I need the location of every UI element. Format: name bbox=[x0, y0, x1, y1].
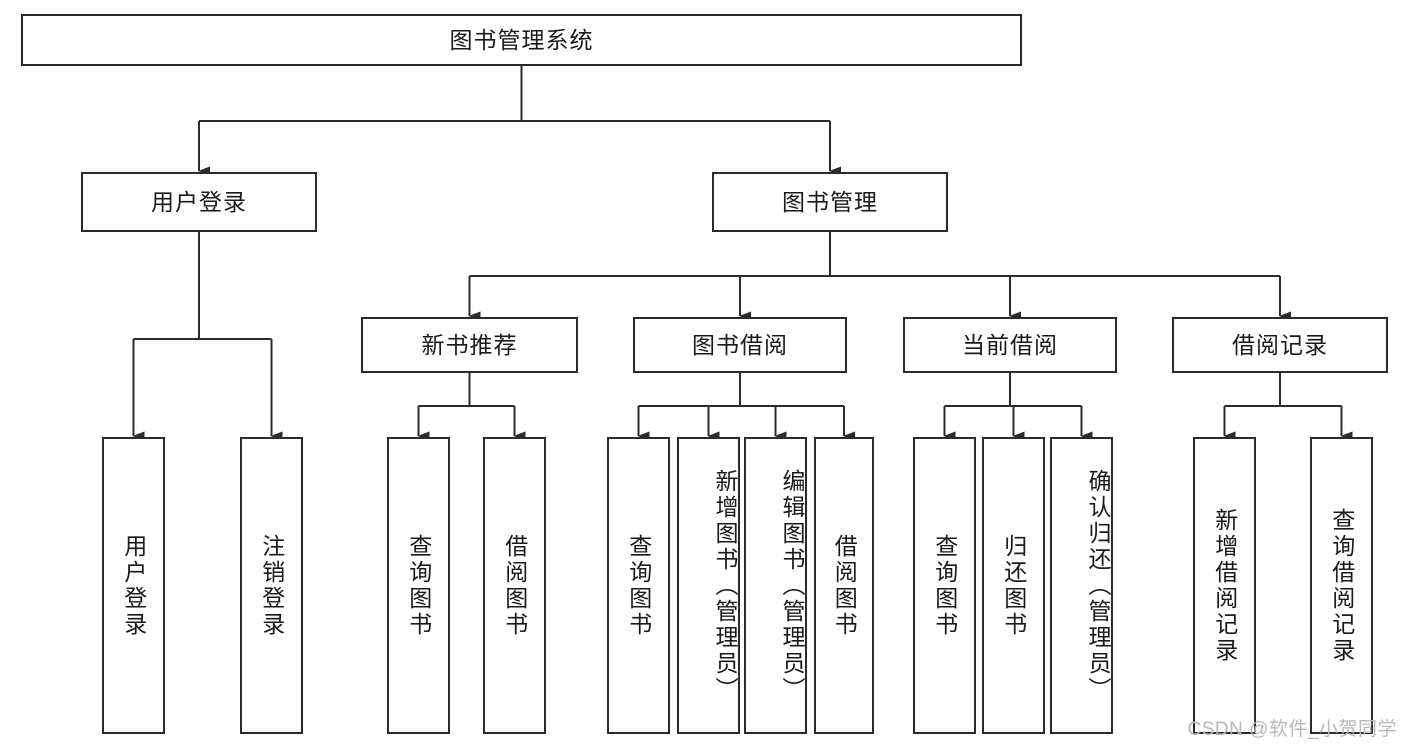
node-leaf-add-borrow-record: 新增借阅记录 bbox=[1193, 437, 1256, 734]
node-leaf-query-book-rec: 查询图书 bbox=[387, 437, 450, 734]
node-leaf-query-book-current: 查询图书 bbox=[913, 437, 976, 734]
node-leaf-user-logout: 注销登录 bbox=[240, 437, 303, 734]
node-leaf-query-book-borrow: 查询图书 bbox=[607, 437, 670, 734]
node-label: 查询图书 bbox=[931, 533, 958, 638]
node-leaf-query-borrow-record: 查询借阅记录 bbox=[1310, 437, 1373, 734]
node-label: 确认归还（管理员） bbox=[1085, 468, 1111, 703]
node-label: 借阅图书 bbox=[831, 533, 858, 638]
node-current-borrow: 当前借阅 bbox=[903, 317, 1117, 373]
node-new-book-recommend: 新书推荐 bbox=[361, 317, 578, 373]
node-label: 当前借阅 bbox=[962, 331, 1058, 358]
node-label: 借阅记录 bbox=[1232, 331, 1328, 358]
node-label: 图书借阅 bbox=[692, 331, 788, 358]
node-book-borrow: 图书借阅 bbox=[633, 317, 847, 373]
node-leaf-confirm-return-admin: 确认归还（管理员） bbox=[1050, 437, 1113, 734]
node-user-login: 用户登录 bbox=[81, 172, 317, 232]
node-label: 注销登录 bbox=[258, 533, 285, 638]
node-leaf-return-book: 归还图书 bbox=[982, 437, 1045, 734]
node-label: 新增图书（管理员） bbox=[712, 468, 738, 703]
node-label: 查询图书 bbox=[405, 533, 432, 638]
node-borrow-record: 借阅记录 bbox=[1172, 317, 1388, 373]
node-label: 图书管理 bbox=[782, 188, 878, 215]
node-label: 借阅图书 bbox=[501, 533, 528, 638]
node-label: 用户登录 bbox=[151, 188, 247, 215]
node-label: 新增借阅记录 bbox=[1211, 507, 1238, 664]
node-label: 查询图书 bbox=[625, 533, 652, 638]
node-root: 图书管理系统 bbox=[21, 14, 1022, 66]
watermark-text: CSDN @软件_小贺同学 bbox=[1187, 719, 1397, 740]
node-leaf-add-book-admin: 新增图书（管理员） bbox=[677, 437, 740, 734]
node-label: 编辑图书（管理员） bbox=[779, 468, 805, 703]
node-label: 图书管理系统 bbox=[449, 26, 594, 53]
node-label: 新书推荐 bbox=[421, 331, 518, 358]
node-leaf-borrow-book: 借阅图书 bbox=[814, 437, 874, 734]
node-leaf-borrow-book-rec: 借阅图书 bbox=[483, 437, 546, 734]
node-book-manage: 图书管理 bbox=[712, 172, 948, 232]
node-leaf-user-login: 用户登录 bbox=[102, 437, 165, 734]
node-label: 查询借阅记录 bbox=[1328, 507, 1355, 664]
node-label: 归还图书 bbox=[1000, 533, 1027, 638]
node-leaf-edit-book-admin: 编辑图书（管理员） bbox=[744, 437, 807, 734]
node-label: 用户登录 bbox=[120, 533, 147, 638]
